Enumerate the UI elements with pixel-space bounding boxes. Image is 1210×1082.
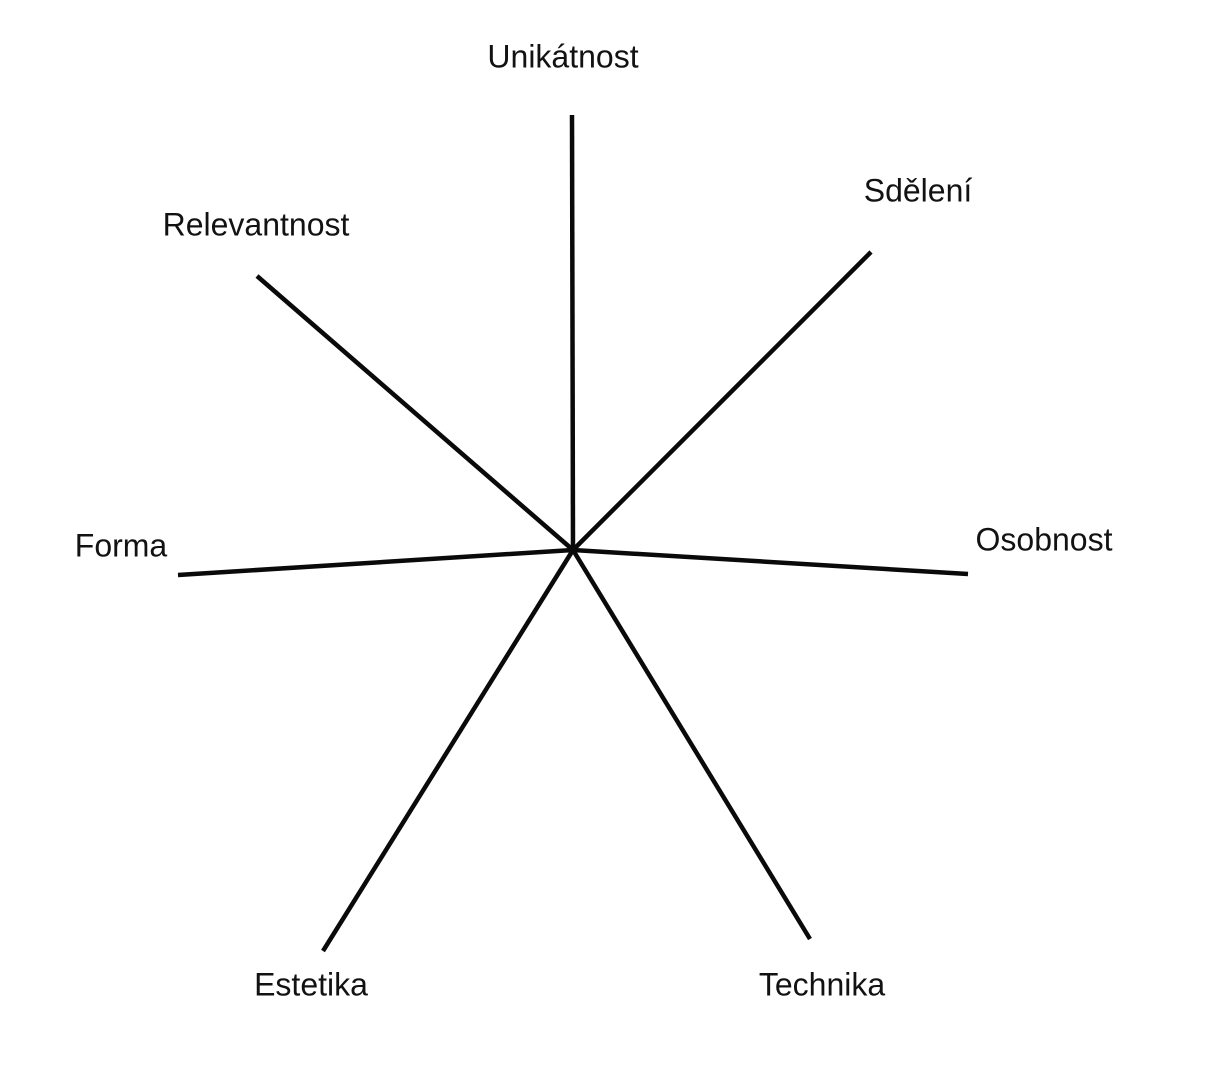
axis-line-relevantnost (255, 274, 575, 552)
axis-label-unikatnost: Unikátnost (487, 38, 639, 75)
axis-label-forma: Forma (74, 527, 168, 564)
axis-line-sdeleni (571, 250, 873, 552)
axis-label-estetika: Estetika (254, 966, 368, 1003)
axis-line-forma (177, 547, 574, 578)
axis-label-sdeleni: Sdělení (863, 172, 973, 209)
axis-label-technika: Technika (758, 966, 886, 1003)
axis-label-relevantnost: Relevantnost (162, 206, 350, 243)
axis-label-osobnost: Osobnost (975, 521, 1113, 558)
axis-line-estetika (321, 548, 575, 953)
axis-line-unikatnost (569, 114, 576, 551)
axis-line-technika (571, 548, 812, 941)
axis-line-osobnost (572, 547, 969, 577)
